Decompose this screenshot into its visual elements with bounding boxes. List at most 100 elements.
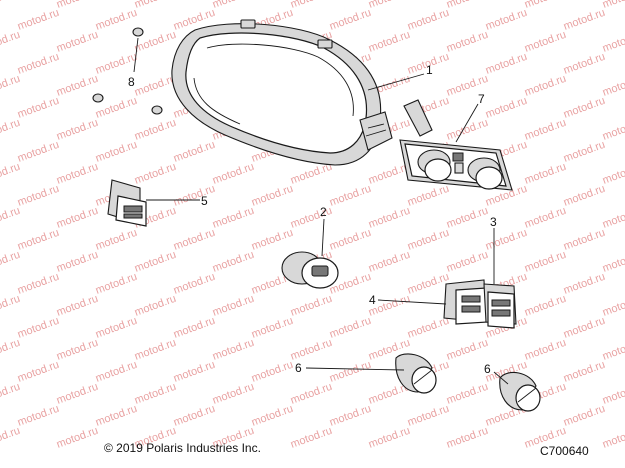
socket-bulb-right <box>499 371 541 412</box>
watermark-text: motod.ru <box>562 359 607 385</box>
watermark-text: motod.ru <box>0 205 22 231</box>
watermark-text: motod.ru <box>601 117 625 143</box>
watermark-text: motod.ru <box>16 95 61 121</box>
watermark-text: motod.ru <box>172 227 217 253</box>
watermark-text: motod.ru <box>55 425 100 451</box>
round-switch <box>281 251 339 289</box>
watermark-text: motod.ru <box>289 0 334 11</box>
watermark-text: motod.ru <box>211 205 256 231</box>
watermark-text: motod.ru <box>562 139 607 165</box>
watermark-text: motod.ru <box>523 293 568 319</box>
watermark-text: motod.ru <box>94 7 139 33</box>
watermark-text: motod.ru <box>289 381 334 407</box>
watermark-text: motod.ru <box>445 249 490 275</box>
watermark-text: motod.ru <box>562 315 607 341</box>
watermark-text: motod.ru <box>16 183 61 209</box>
callout-2: 2 <box>320 205 327 219</box>
watermark-text: motod.ru <box>0 249 22 275</box>
watermark-text: motod.ru <box>94 271 139 297</box>
watermark-text: motod.ru <box>445 381 490 407</box>
watermark-text: motod.ru <box>0 381 22 407</box>
watermark-text: motod.ru <box>133 161 178 187</box>
watermark-text: motod.ru <box>0 0 22 11</box>
watermark-text: motod.ru <box>601 73 625 99</box>
watermark-text: motod.ru <box>55 205 100 231</box>
callouts: 1 2 3 4 5 6 6 7 8 <box>128 63 497 376</box>
watermark-text: motod.ru <box>601 0 625 11</box>
watermark-text: motod.ru <box>601 205 625 231</box>
watermark-text: motod.ru <box>367 205 412 231</box>
watermark-text: motod.ru <box>406 183 451 209</box>
watermark-text: motod.ru <box>562 95 607 121</box>
watermark-text: motod.ru <box>523 117 568 143</box>
watermark-text: motod.ru <box>523 337 568 363</box>
callout-6-center: 6 <box>295 361 302 375</box>
watermark-text: motod.ru <box>133 249 178 275</box>
watermark-text: motod.ru <box>0 161 22 187</box>
drawing-id: C700640 <box>540 444 589 458</box>
watermark-text: motod.ru <box>523 73 568 99</box>
watermark-text: motod.ru <box>133 73 178 99</box>
watermark-text: motod.ru <box>484 95 529 121</box>
watermark-text: motod.ru <box>55 337 100 363</box>
watermark-text: motod.ru <box>562 7 607 33</box>
watermark-text: motod.ru <box>0 293 22 319</box>
watermark-text: motod.ru <box>484 51 529 77</box>
callout-3: 3 <box>490 215 497 229</box>
watermark-text: motod.ru <box>55 73 100 99</box>
watermark-text: motod.ru <box>406 7 451 33</box>
watermark-text: motod.ru <box>250 315 295 341</box>
watermark-text: motod.ru <box>601 337 625 363</box>
watermark-text: motod.ru <box>211 0 256 11</box>
knob-switch-panel <box>399 99 513 191</box>
copyright-notice: © 2019 Polaris Industries Inc. <box>104 441 261 455</box>
watermark-text: motod.ru <box>172 271 217 297</box>
watermark-text: motod.ru <box>289 205 334 231</box>
watermark-text: motod.ru <box>328 183 373 209</box>
watermark-text: motod.ru <box>601 293 625 319</box>
watermark-text: motod.ru <box>16 359 61 385</box>
watermark-text: motod.ru <box>601 161 625 187</box>
watermark-text: motod.ru <box>445 117 490 143</box>
watermark-text: motod.ru <box>601 29 625 55</box>
watermark-text: motod.ru <box>406 315 451 341</box>
watermark-text: motod.ru <box>562 51 607 77</box>
leader-lines <box>133 37 509 385</box>
watermark-text: motod.ru <box>172 139 217 165</box>
watermark-text: motod.ru <box>55 29 100 55</box>
watermark-text: motod.ru <box>562 227 607 253</box>
watermark-text: motod.ru <box>172 403 217 429</box>
rocker-switch-left <box>107 179 147 227</box>
callout-7: 7 <box>478 92 485 106</box>
watermark-text: motod.ru <box>0 29 22 55</box>
watermark-text: motod.ru <box>16 315 61 341</box>
watermark-text: motod.ru <box>172 359 217 385</box>
dual-rocker-switches <box>443 279 517 329</box>
watermark-text: motod.ru <box>601 425 625 451</box>
watermark-text: motod.ru <box>211 249 256 275</box>
watermark-text: motod.ru <box>55 0 100 11</box>
callout-8: 8 <box>128 75 135 89</box>
watermark-text: motod.ru <box>16 271 61 297</box>
watermark-text: motod.ru <box>94 227 139 253</box>
watermark-text: motod.ru <box>55 249 100 275</box>
callout-4: 4 <box>369 293 376 307</box>
watermark-text: motod.ru <box>16 139 61 165</box>
instrument-cluster-housing <box>171 19 393 166</box>
watermark-text: motod.ru <box>445 205 490 231</box>
watermark-text: motod.ru <box>94 403 139 429</box>
watermark-text: motod.ru <box>250 183 295 209</box>
watermark-text: motod.ru <box>562 403 607 429</box>
watermark-text: motod.ru <box>367 0 412 11</box>
watermark-text: motod.ru <box>328 7 373 33</box>
socket-bulb-center <box>395 353 437 394</box>
watermark-text: motod.ru <box>172 183 217 209</box>
watermark-text: motod.ru <box>445 0 490 11</box>
watermark-text: motod.ru <box>16 51 61 77</box>
watermark-text: motod.ru <box>562 271 607 297</box>
watermark-text: motod.ru <box>601 249 625 275</box>
watermark-text: motod.ru <box>523 161 568 187</box>
watermark-text: motod.ru <box>289 337 334 363</box>
watermark-text: motod.ru <box>367 249 412 275</box>
watermark-text: motod.ru <box>0 117 22 143</box>
